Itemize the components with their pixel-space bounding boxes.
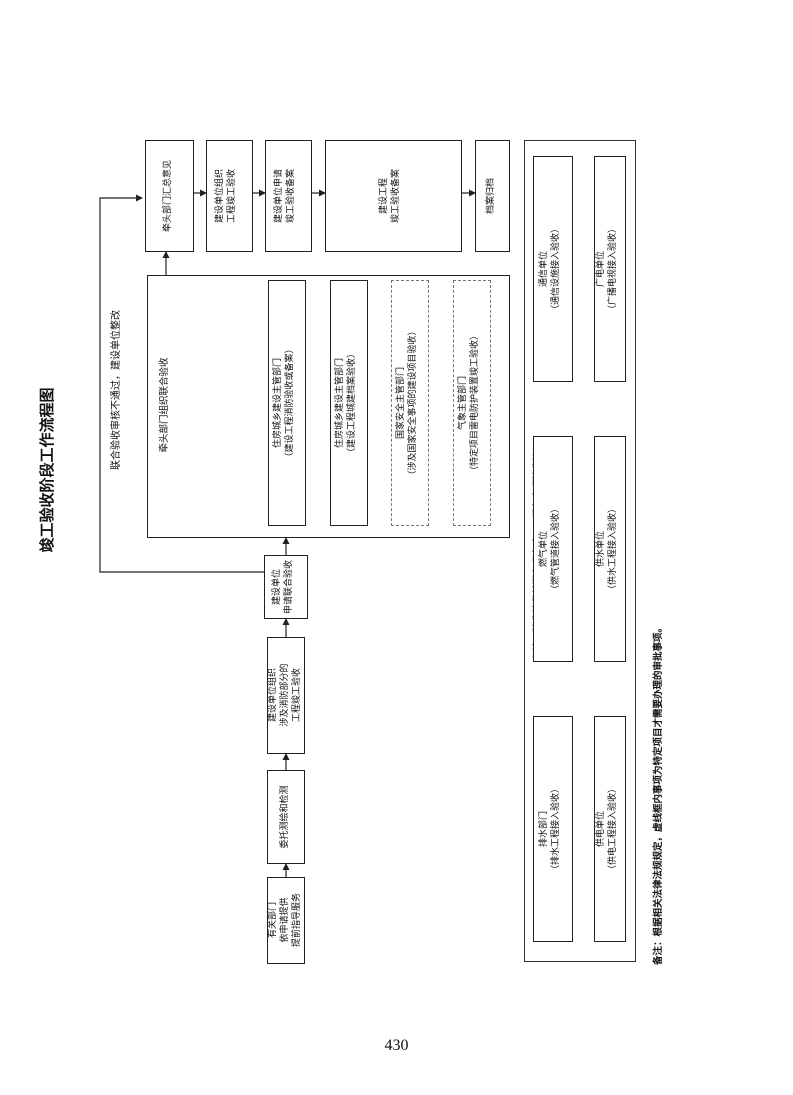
step7-text: 建设单位申请 竣工验收备案 [274,169,297,224]
step2-box [267,770,305,864]
step2-text: 委托测绘和检测 [280,785,290,849]
step1-text: 有关部门 依申请提供 提前指导服务 [268,893,303,948]
dept2-box [330,280,368,526]
utility-gas-box [533,436,573,662]
step9-text: 档案归档 [486,178,496,215]
dept1-text: 住房城乡建设主管部门 （建设工程消防验收或备案） [273,344,296,462]
step5-box [145,140,194,252]
step5-text: 牵头部门汇总意见 [163,160,173,233]
utility-telecom-box [533,156,573,382]
feedback-loop-line [99,194,264,573]
dept3-box [391,280,429,526]
utility-water-text: 供水单位 （供水工程接入验收） [596,504,619,595]
step1-box [267,877,305,964]
step4-box [264,555,308,619]
feedback-label: 联合验收审核不通过，建设单位整改 [111,310,122,470]
utility-power-text: 供电单位 （供电工程接入验收） [596,784,619,875]
page-number: 430 [384,1037,409,1054]
step8-text: 建设工程 竣工验收备案 [379,169,402,224]
utility-broadcast-text: 广电单位 （广播电视接入验收） [596,224,619,315]
dept4-box [453,280,491,526]
utility-power-box [594,716,626,942]
step9-box [475,140,510,252]
step7-box [265,140,312,252]
joint-acceptance-title: 牵头部门组织联合验收 [159,357,170,453]
footnote: 备注：根据相关法律法规规定，虚线框内事项为特定项目才需要办理的审批事项。 [653,622,664,965]
utility-drainage-text: 排水部门 （排水工程接入验收） [539,784,562,875]
dept4-text: 气象主管部门 （特定项目雷电防护装置竣工验收） [458,331,481,476]
utility-drainage-box [533,716,573,942]
step8-box [325,140,462,252]
step6-text: 建设单位组织 工程竣工验收 [215,169,238,224]
utility-telecom-text: 通信单位 （通信设施接入验收） [539,224,562,315]
utility-water-box [594,436,626,662]
dept1-box [268,280,306,526]
joint-acceptance-box [147,275,510,538]
utility-broadcast-box [594,156,626,382]
dept2-text: 住房城乡建设主管部门 （建设工程城建档案验收） [335,349,358,458]
step6-box [206,140,253,252]
utilities-frame [524,140,636,962]
step3-text: 建设单位组织 涉及消防部分的 工程竣工验收 [268,663,303,727]
step4-text: 建设单位 申请联合验收 [272,560,295,615]
page-title: 竣工验收阶段工作流程图 [38,387,56,553]
dept3-text: 国家安全主管部门 （涉及国家安全事项的建设项目验收） [396,326,419,480]
utility-gas-text: 燃气单位 （燃气管道接入验收） [539,504,562,595]
step3-box [267,637,305,754]
